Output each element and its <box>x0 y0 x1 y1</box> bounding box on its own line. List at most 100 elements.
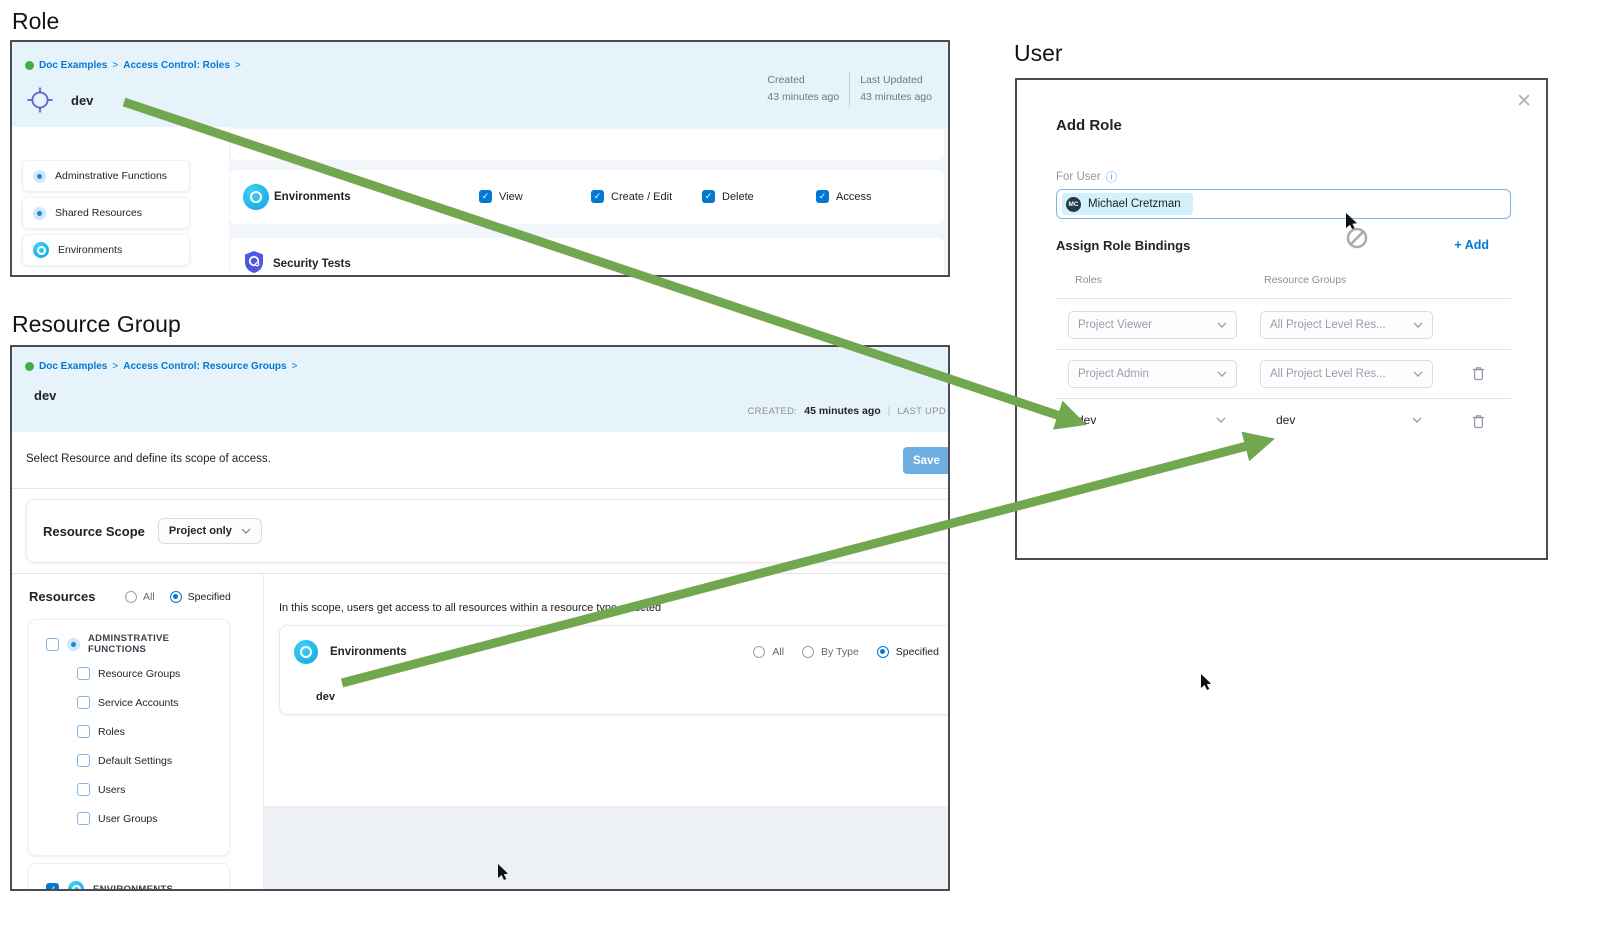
sidebar-item-label: Environments <box>58 244 123 256</box>
scope-radio-all[interactable]: All <box>753 646 784 658</box>
close-icon[interactable]: ✕ <box>1516 91 1532 112</box>
environments-icon <box>33 242 49 258</box>
mouse-cursor-icon <box>1201 674 1211 690</box>
chevron-down-icon <box>1217 371 1227 377</box>
breadcrumb-link-project[interactable]: Doc Examples <box>39 361 108 372</box>
resource-group-select-value: All Project Level Res... <box>1270 368 1386 380</box>
scope-detail-column: In this scope, users get access to all r… <box>264 574 948 889</box>
permission-row-label: Environments <box>274 191 351 203</box>
checkbox-unchecked-icon[interactable] <box>77 696 90 709</box>
resource-group-detail-panel: Doc Examples > Access Control: Resource … <box>10 345 950 891</box>
resource-group-section-title: Resource Group <box>12 311 181 337</box>
sidebar-item-environments[interactable]: Environments <box>22 234 190 266</box>
permission-delete[interactable]: ✓ Delete <box>702 190 754 203</box>
role-select[interactable]: Project Admin <box>1068 360 1237 388</box>
role-section-title: Role <box>12 8 60 34</box>
radio-label: All <box>143 591 155 603</box>
for-user-label: For User <box>1056 171 1101 183</box>
last-updated-label: Last Updated <box>860 74 923 86</box>
checkbox-checked-icon[interactable]: ✓ <box>479 190 492 203</box>
resources-column: Resources All Specified ADMINSTRATIVE FU… <box>12 574 264 889</box>
chevron-down-icon <box>1413 371 1423 377</box>
role-select[interactable]: Project Viewer <box>1068 311 1237 339</box>
tree-item-user-groups[interactable]: User Groups <box>29 804 229 833</box>
radio-on-icon[interactable] <box>169 591 182 603</box>
user-name: Michael Cretzman <box>1088 198 1181 210</box>
tree-item-default-settings[interactable]: Default Settings <box>29 746 229 775</box>
chevron-down-icon <box>1217 322 1227 328</box>
user-section-title: User <box>1014 40 1063 66</box>
role-header: Doc Examples > Access Control: Roles > d… <box>12 42 948 127</box>
environments-icon <box>243 184 269 210</box>
tree-parent-environments[interactable]: ✓ ENVIRONMENTS <box>28 863 230 889</box>
role-resource-sidebar: Adminstrative Functions Shared Resources… <box>12 127 229 275</box>
resource-group-select[interactable]: All Project Level Res... <box>1260 311 1433 339</box>
checkbox-unchecked-icon[interactable] <box>77 754 90 767</box>
checkbox-unchecked-icon[interactable] <box>77 725 90 738</box>
breadcrumb: Doc Examples > Access Control: Roles > <box>25 60 241 71</box>
breadcrumb-link-project[interactable]: Doc Examples <box>39 60 108 71</box>
breadcrumb-separator: > <box>291 361 298 372</box>
radio-on-icon[interactable] <box>876 646 889 658</box>
resource-group-select[interactable]: All Project Level Res... <box>1260 360 1433 388</box>
user-select-input[interactable]: MC Michael Cretzman <box>1056 189 1511 219</box>
resources-radio-specified[interactable]: Specified <box>169 591 231 603</box>
chevron-down-icon[interactable] <box>1216 417 1226 423</box>
scope-radio-specified[interactable]: Specified <box>876 646 939 658</box>
permission-access[interactable]: ✓ Access <box>816 190 871 203</box>
last-updated-value: 43 minutes ago <box>860 91 932 104</box>
role-select-value[interactable]: dev <box>1077 413 1097 427</box>
add-binding-button[interactable]: + Add <box>1454 238 1489 252</box>
delete-binding-trash-icon[interactable] <box>1472 366 1485 381</box>
checkbox-unchecked-icon[interactable] <box>77 667 90 680</box>
permission-create-edit[interactable]: ✓ Create / Edit <box>591 190 672 203</box>
role-select-value: Project Admin <box>1078 368 1149 380</box>
checkbox-unchecked-icon[interactable] <box>46 637 59 651</box>
environments-scope-row: Environments All By Type Specified <box>279 625 948 715</box>
resource-group-select-value[interactable]: dev <box>1276 413 1296 427</box>
tree-parent-administrative-functions[interactable]: ADMINSTRATIVE FUNCTIONS <box>29 629 229 659</box>
breadcrumb-separator: > <box>112 361 119 372</box>
tree-item-roles[interactable]: Roles <box>29 717 229 746</box>
environments-icon <box>294 640 318 664</box>
checkbox-checked-icon[interactable]: ✓ <box>702 190 715 203</box>
radio-off-icon[interactable] <box>125 591 137 603</box>
project-status-icon <box>25 362 34 371</box>
resource-group-toolbar: Select Resource and define its scope of … <box>12 432 948 489</box>
sidebar-item-label: Shared Resources <box>55 207 142 219</box>
permission-label: Create / Edit <box>611 190 673 203</box>
sidebar-item-administrative-functions[interactable]: Adminstrative Functions <box>22 160 190 192</box>
user-chip[interactable]: MC Michael Cretzman <box>1062 193 1193 215</box>
save-button[interactable]: Save <box>903 447 948 474</box>
radio-off-icon[interactable] <box>802 646 815 658</box>
resource-scope-value: Project only <box>168 525 232 537</box>
checkbox-checked-icon[interactable]: ✓ <box>591 190 604 203</box>
breadcrumb-separator: > <box>112 60 119 71</box>
delete-binding-trash-icon[interactable] <box>1472 414 1485 429</box>
radio-off-icon[interactable] <box>753 646 766 658</box>
breadcrumb-link-resource-groups[interactable]: Access Control: Resource Groups <box>123 361 287 372</box>
permission-view[interactable]: ✓ View <box>479 190 523 203</box>
tree-item-resource-groups[interactable]: Resource Groups <box>29 659 229 688</box>
resources-radio-all[interactable]: All <box>125 591 155 603</box>
resources-label: Resources <box>29 589 96 604</box>
checkbox-unchecked-icon[interactable] <box>77 783 90 796</box>
resource-scope-select[interactable]: Project only <box>157 518 262 544</box>
checkbox-checked-icon[interactable]: ✓ <box>46 882 59 889</box>
add-role-dialog: ✕ Add Role For User ⓘ MC Michael Cretzma… <box>1015 78 1548 560</box>
assign-role-bindings-heading: Assign Role Bindings <box>1056 238 1191 253</box>
sidebar-item-shared-resources[interactable]: Shared Resources <box>22 197 190 229</box>
breadcrumb-link-roles[interactable]: Access Control: Roles <box>123 60 230 71</box>
scope-description: Select Resource and define its scope of … <box>26 453 271 465</box>
tree-item-label: Default Settings <box>98 754 173 767</box>
resource-scope-label: Resource Scope <box>43 523 145 539</box>
tree-item-service-accounts[interactable]: Service Accounts <box>29 688 229 717</box>
dialog-title: Add Role <box>1056 117 1122 134</box>
role-name: dev <box>71 92 94 108</box>
checkbox-unchecked-icon[interactable] <box>77 812 90 825</box>
scope-radio-by-type[interactable]: By Type <box>802 646 859 658</box>
checkbox-checked-icon[interactable]: ✓ <box>816 190 829 203</box>
info-icon[interactable]: ⓘ <box>1105 172 1118 184</box>
tree-item-users[interactable]: Users <box>29 775 229 804</box>
chevron-down-icon[interactable] <box>1412 417 1422 423</box>
